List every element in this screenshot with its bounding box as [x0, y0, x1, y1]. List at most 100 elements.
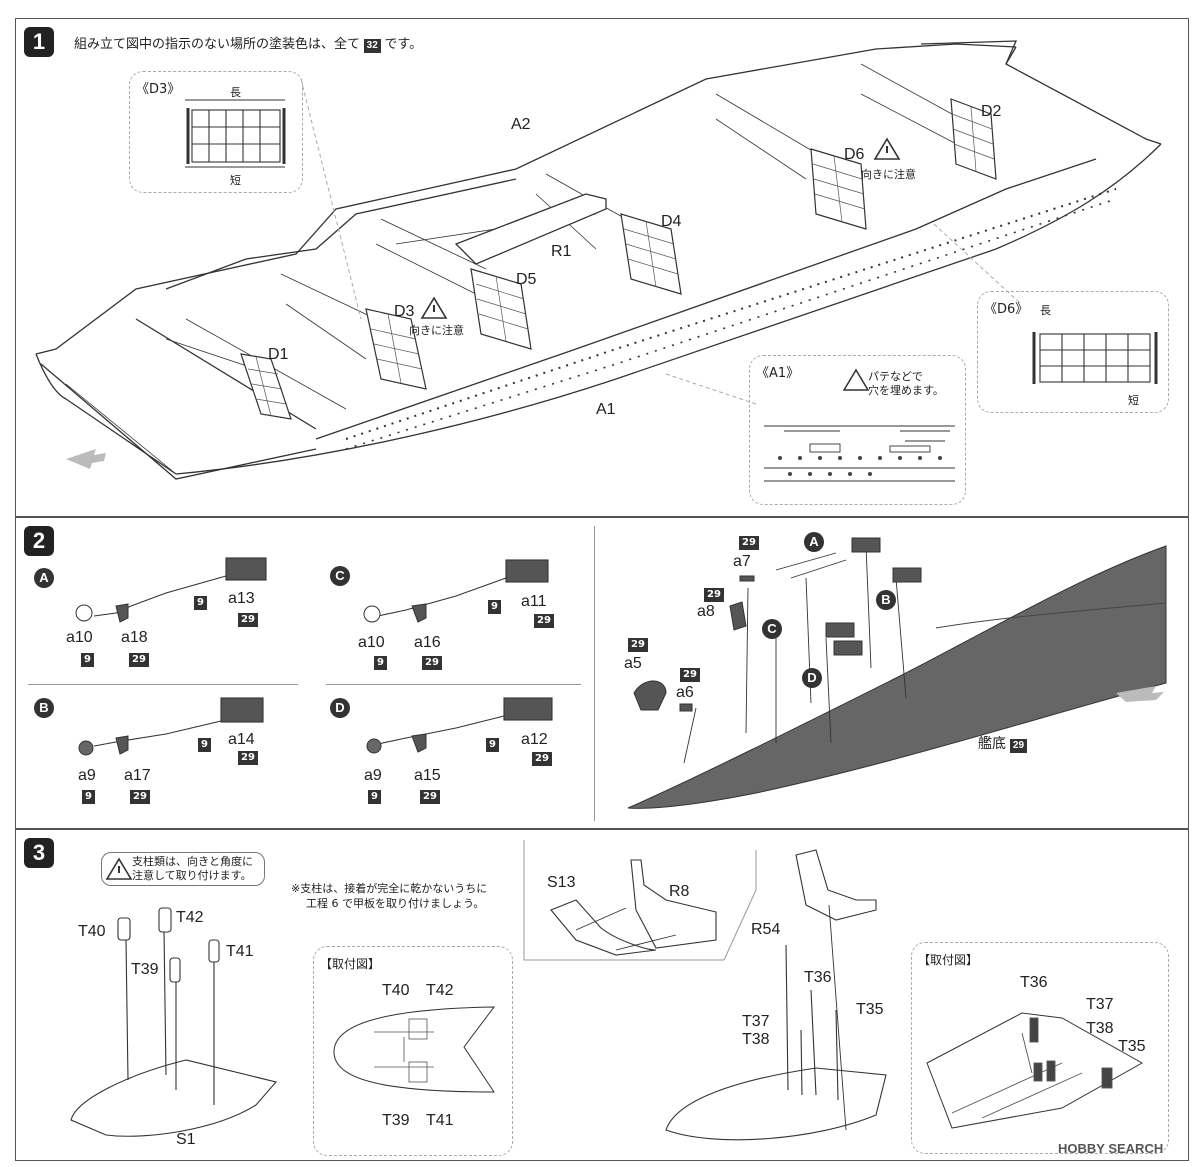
inset-d6-short: 短 — [1128, 394, 1139, 407]
note-line1: ※支柱は、接着が完全に乾かないうちに — [291, 882, 488, 895]
label-t38: T38 — [742, 1031, 770, 1048]
inset-a1-note2: 穴を埋めます。 — [868, 384, 944, 397]
install-label: 【取付図】 — [320, 957, 381, 971]
color-badge: 9 — [374, 656, 387, 670]
color-badge: 29 — [422, 656, 442, 670]
part-a13: a13 — [228, 590, 255, 607]
divider — [28, 684, 298, 685]
group-letter-c: C — [330, 566, 350, 586]
label-s1: S1 — [176, 1131, 196, 1148]
step3-panel: 3 支柱類は、向きと角度に 注意して取り付けます。 ※支柱は、接着が完全に乾かな… — [15, 829, 1189, 1161]
label-s13: S13 — [547, 874, 576, 891]
color-badge: 29 — [680, 668, 700, 682]
label-d4: D4 — [661, 213, 682, 230]
part-a9: a9 — [364, 767, 382, 784]
color-code-badge: 32 — [363, 39, 381, 53]
group-letter-c: C — [762, 619, 782, 639]
label-t36: T36 — [804, 969, 832, 986]
part-a17: a17 — [124, 767, 151, 784]
label-t39: T39 — [382, 1112, 410, 1129]
color-badge: 29 — [130, 790, 150, 804]
label-d2: D2 — [981, 103, 1002, 120]
group-letter-a: A — [804, 532, 824, 552]
label-t36: T36 — [1020, 974, 1048, 991]
label-t37: T37 — [742, 1013, 770, 1030]
label-r54: R54 — [751, 921, 781, 938]
group-letter-d: D — [330, 698, 350, 718]
warning-icon — [105, 857, 133, 880]
label-t42: T42 — [426, 982, 454, 999]
d6-grid-icon — [1032, 332, 1158, 384]
label-t35: T35 — [1118, 1038, 1146, 1055]
shaft-diagram — [366, 697, 553, 754]
color-badge: 29 — [1009, 739, 1028, 753]
step2-number: 2 — [24, 526, 54, 556]
color-badge: 29 — [420, 790, 440, 804]
color-badge: 29 — [238, 613, 258, 627]
color-badge: 29 — [129, 653, 149, 667]
hull-diagram — [35, 40, 1162, 480]
inset-d3: 《D3》 長 短 — [129, 71, 303, 193]
part-a8: a8 — [697, 603, 715, 620]
warning-icon — [873, 137, 901, 160]
label-t37: T37 — [1086, 996, 1114, 1013]
step1-panel: 1 組み立て図中の指示のない場所の塗装色は、全て 32 です。 — [15, 18, 1189, 517]
color-badge: 29 — [704, 588, 724, 602]
shaft-group-d: D a9 a15 a12 9 29 9 29 — [316, 686, 596, 826]
hull-bottom-text: 艦底 — [978, 735, 1006, 751]
color-badge: 29 — [628, 638, 648, 652]
shaft-group-c: C a10 a16 a11 9 29 9 29 — [316, 518, 596, 683]
a1-detail-diagram — [764, 368, 955, 482]
inset-a1: 《A1》 パテなどで 穴を埋めます。 — [749, 355, 966, 505]
part-a10: a10 — [358, 634, 385, 651]
label-t38: T38 — [1086, 1020, 1114, 1037]
caution-d3: 向きに注意 — [409, 324, 464, 337]
label-a2: A2 — [511, 116, 531, 133]
inset-d6: 《D6》 長 短 — [977, 291, 1169, 413]
label-d3: D3 — [394, 303, 415, 320]
inset-d3-long: 長 — [230, 86, 241, 99]
d3-grid-icon — [185, 99, 286, 168]
color-badge: 9 — [81, 653, 94, 667]
warning-icon — [420, 296, 448, 319]
instruction-tail: です。 — [384, 36, 423, 51]
label-d6: D6 — [844, 146, 865, 163]
caution-line2: 注意して取り付けます。 — [132, 869, 252, 882]
install-diagram-left: 【取付図】 T40 T42 T39 T41 — [313, 946, 513, 1156]
inset-d6-long: 長 — [1040, 304, 1051, 317]
step3-number: 3 — [24, 838, 54, 868]
inset-a1-title: 《A1》 — [756, 366, 800, 381]
color-badge: 29 — [534, 614, 554, 628]
hull-bottom-diagram — [627, 537, 1167, 809]
color-badge: 29 — [238, 751, 258, 765]
color-badge: 9 — [198, 738, 211, 752]
part-a15: a15 — [414, 767, 441, 784]
part-a14: a14 — [228, 731, 255, 748]
label-t39: T39 — [131, 961, 159, 978]
note-line2: 工程 6 で甲板を取り付けましょう。 — [306, 897, 485, 910]
part-a6: a6 — [676, 684, 694, 701]
part-a18: a18 — [121, 629, 148, 646]
part-a16: a16 — [414, 634, 441, 651]
label-t40: T40 — [382, 982, 410, 999]
color-badge: 9 — [82, 790, 95, 804]
part-a7: a7 — [733, 553, 751, 570]
group-letter-b: B — [34, 698, 54, 718]
label-r8: R8 — [669, 883, 690, 900]
caution-box: 支柱類は、向きと角度に 注意して取り付けます。 — [101, 852, 265, 886]
shaft-diagram — [75, 557, 267, 623]
install-diagram-right: 【取付図】 T36 T37 T38 T35 — [911, 942, 1169, 1154]
shaft-group-a: A a10 a18 a13 9 29 9 29 — [16, 518, 306, 683]
instruction-text: 組み立て図中の指示のない場所の塗装色は、全て — [74, 36, 361, 51]
hull-bottom-label: 艦底 29 — [978, 735, 1028, 753]
deck-top-view — [333, 1006, 496, 1093]
divider — [326, 684, 581, 685]
color-badge: 29 — [739, 536, 759, 550]
divider — [594, 526, 595, 821]
inset-d3-short: 短 — [230, 174, 241, 187]
label-t41: T41 — [426, 1112, 454, 1129]
label-t35: T35 — [856, 1001, 884, 1018]
color-badge: 9 — [194, 596, 207, 610]
install-label: 【取付図】 — [918, 953, 979, 967]
step1-number: 1 — [24, 27, 54, 57]
